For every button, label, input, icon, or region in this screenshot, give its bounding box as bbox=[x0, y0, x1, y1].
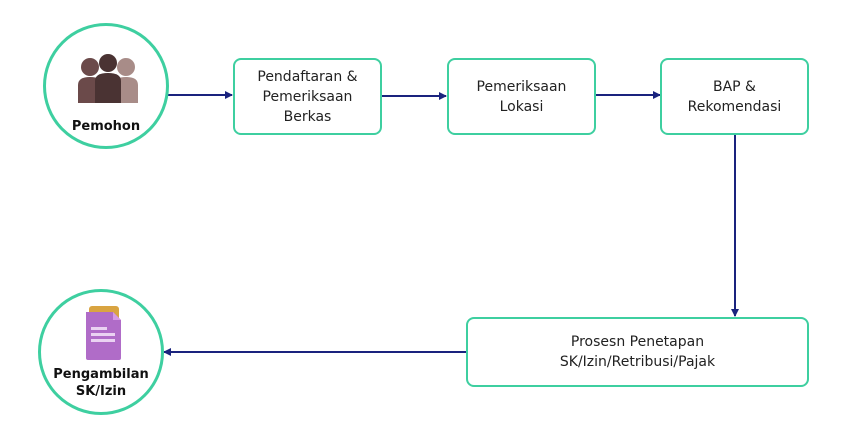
node-applicant-label: Pemohon bbox=[71, 119, 141, 134]
node-pickup: Pengambilan SK/Izin bbox=[38, 289, 164, 415]
people-icon bbox=[78, 54, 138, 103]
node-registration: Pendaftaran & Pemeriksaan Berkas bbox=[233, 58, 382, 135]
document-icon bbox=[86, 306, 121, 360]
node-determination: Prosesn Penetapan SK/Izin/Retribusi/Paja… bbox=[466, 317, 809, 387]
node-recommendation: BAP & Rekomendasi bbox=[660, 58, 809, 135]
node-pickup-label: Pengambilan SK/Izin bbox=[53, 367, 149, 399]
node-applicant: Pemohon bbox=[43, 23, 169, 149]
node-location-check: Pemeriksaan Lokasi bbox=[447, 58, 596, 135]
